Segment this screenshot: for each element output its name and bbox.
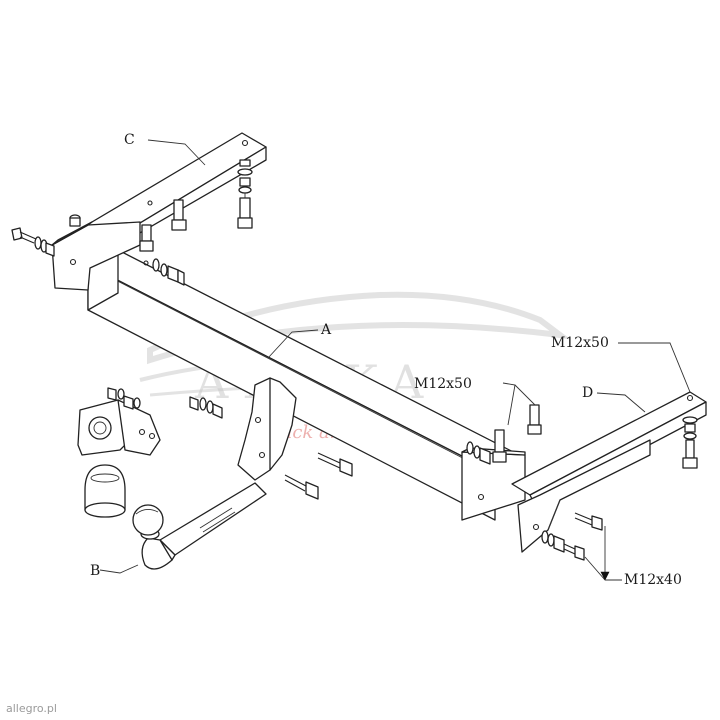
label-a: A <box>320 322 332 338</box>
bolt-d-vertical <box>682 416 698 469</box>
label-m12x40: M12x40 <box>624 572 682 588</box>
part-labels: A B C D M12x50 M12x50 M12x40 <box>90 132 682 588</box>
leader-m12x50-right <box>618 342 691 393</box>
label-c: C <box>124 132 135 148</box>
bolt-c-horizontal <box>11 227 55 257</box>
bracket-c <box>11 132 267 291</box>
label-m12x50-right: M12x50 <box>551 335 609 351</box>
label-d: D <box>582 385 593 401</box>
bolts-d-m12x40 <box>541 512 603 561</box>
tow-ball-b <box>99 482 267 574</box>
crossbar-a <box>87 249 526 521</box>
socket-plate <box>77 387 161 456</box>
bolt-c-mid <box>171 199 187 231</box>
nuts-c-crossbar <box>143 258 185 286</box>
ball-cap <box>84 464 126 518</box>
hitch-mount-bracket <box>189 377 353 500</box>
bracket-d <box>511 391 707 561</box>
label-b: B <box>90 563 100 579</box>
label-m12x50-left: M12x50 <box>414 376 472 392</box>
leader-a <box>267 329 319 359</box>
footer-site-text: allegro.pl <box>6 702 57 715</box>
bolts-m12x50-center <box>466 382 542 465</box>
bolt-c-vertical <box>237 159 253 229</box>
bolt-c-small <box>69 214 154 252</box>
leader-m12x40 <box>584 526 622 581</box>
